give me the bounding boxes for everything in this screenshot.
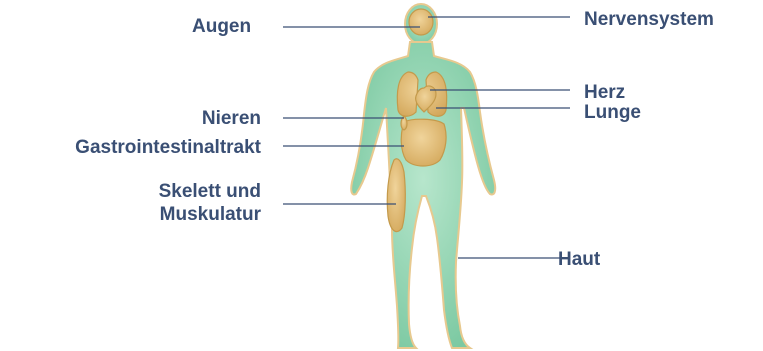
label-gastrointestinaltrakt: Gastrointestinaltrakt bbox=[75, 136, 261, 159]
brain-shape bbox=[409, 9, 433, 35]
label-nieren: Nieren bbox=[202, 107, 261, 130]
body-silhouette bbox=[351, 4, 495, 348]
label-augen: Augen bbox=[192, 15, 251, 38]
label-skelett-muskulatur: Skelett und Muskulatur bbox=[61, 180, 261, 226]
gi-tract-shape bbox=[401, 119, 446, 166]
label-lunge: Lunge bbox=[584, 101, 641, 124]
label-skelett-line1: Skelett und bbox=[61, 180, 261, 203]
label-haut: Haut bbox=[558, 248, 600, 271]
label-skelett-line2: Muskulatur bbox=[61, 203, 261, 226]
label-nervensystem: Nervensystem bbox=[584, 8, 714, 31]
